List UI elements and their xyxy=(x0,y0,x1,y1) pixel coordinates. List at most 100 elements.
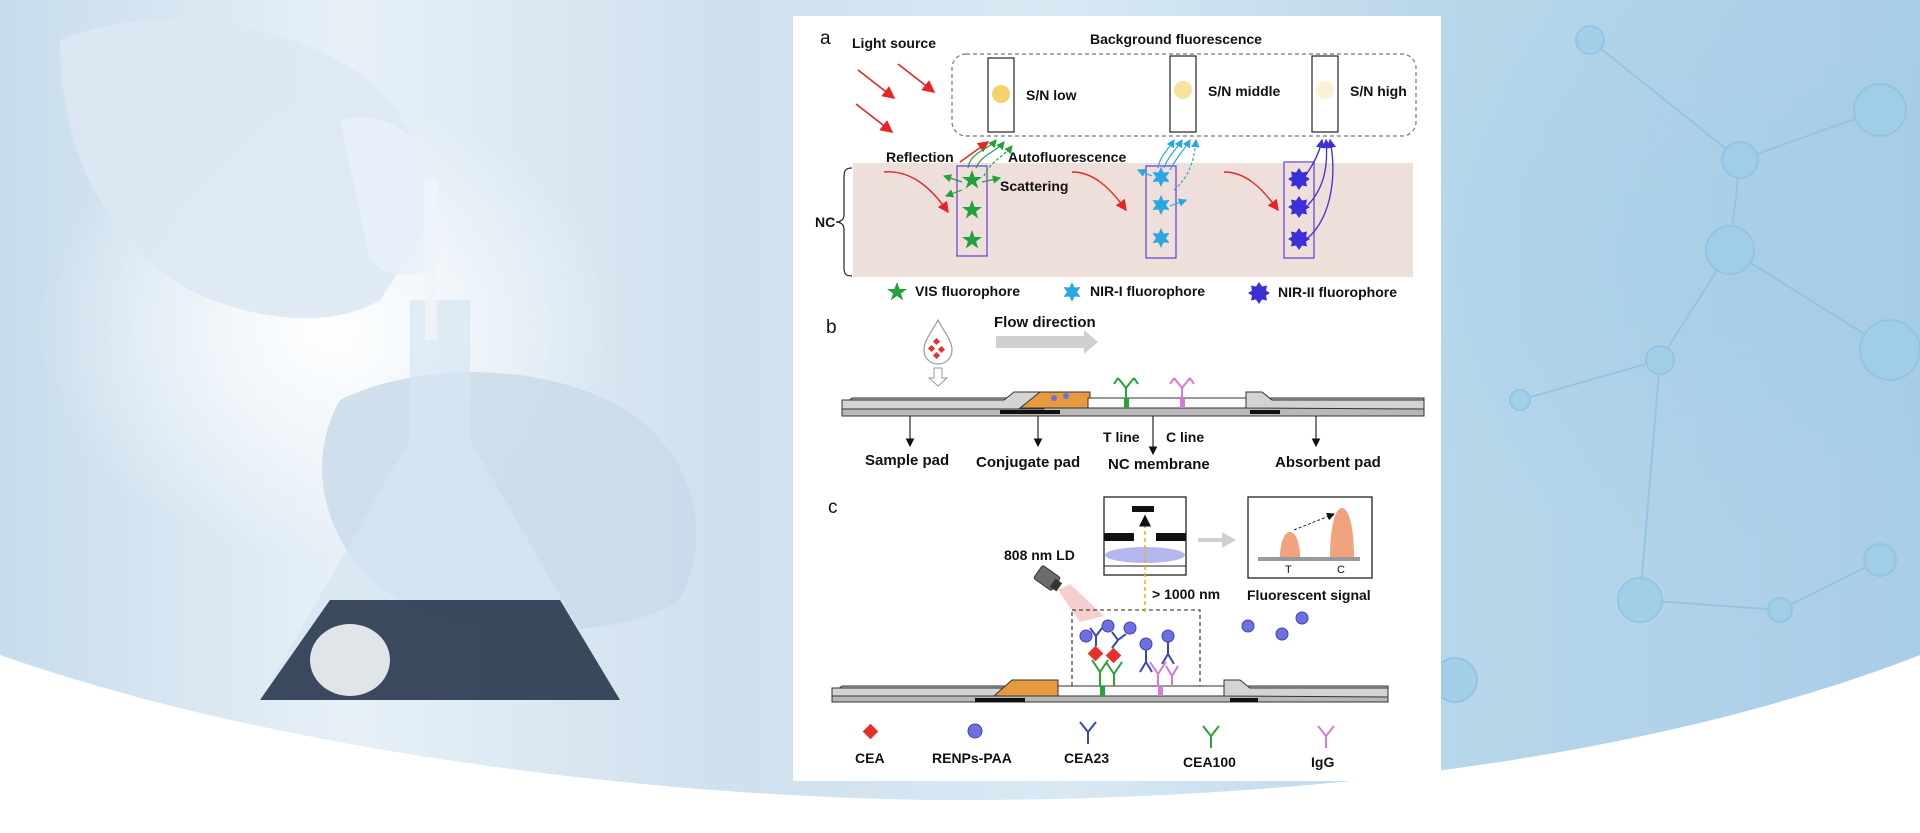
cea100-antibody-icon xyxy=(1091,659,1109,686)
nir1-fluorophore-legend-icon xyxy=(1063,282,1081,302)
fluorescent-signal-label: Fluorescent signal xyxy=(1247,587,1371,603)
laser-beam xyxy=(1058,584,1104,622)
c-line-label: C line xyxy=(1166,429,1204,445)
cea23-antibody-icon xyxy=(1111,631,1127,649)
nir1-column xyxy=(1071,138,1200,259)
light-source-arrows xyxy=(855,63,936,133)
nir2-fluorophore-icon xyxy=(1288,196,1310,218)
panel-b-letter: b xyxy=(826,317,837,338)
absorbent-pad-block xyxy=(1245,391,1425,410)
cea100-legend-label: CEA100 xyxy=(1183,754,1236,770)
test-strip-b xyxy=(841,377,1425,417)
nir1-fluorophore-icon xyxy=(1152,167,1170,187)
cea100-antibody-icon xyxy=(1105,661,1123,686)
panel-a: a Light source Background fluorescence S… xyxy=(815,28,1417,304)
flask-illustration xyxy=(260,180,620,700)
detector-box xyxy=(1103,496,1187,576)
nc-membrane-block xyxy=(1087,397,1249,409)
scattering-label: Scattering xyxy=(1000,178,1068,194)
wavelength-label: > 1000 nm xyxy=(1152,586,1220,602)
nir1-fluorophore-icon xyxy=(1152,195,1170,215)
c-peak xyxy=(1330,508,1354,557)
renps-particle-icon xyxy=(1241,619,1255,633)
laser-diode-icon xyxy=(1033,565,1063,592)
cea23-legend-icon xyxy=(1079,721,1097,744)
cea-legend-icon xyxy=(862,723,879,740)
renps-particle-icon xyxy=(1123,621,1137,635)
nir1-fluorophore-legend-label: NIR-I fluorophore xyxy=(1090,283,1205,299)
cea-antigen-icon xyxy=(1105,647,1122,664)
igg-legend-icon xyxy=(1317,725,1335,748)
sn-middle-label: S/N middle xyxy=(1208,83,1281,99)
background-fluorescence-box xyxy=(951,53,1417,137)
nir2-column xyxy=(1223,138,1336,259)
panel-c-legend: CEA RENPs-PAA CEA23 CEA100 IgG xyxy=(855,721,1335,770)
c-line-mark xyxy=(1180,398,1185,408)
renps-particle-icon xyxy=(1139,637,1153,651)
nc-membrane-label: NC membrane xyxy=(1108,456,1210,473)
fluorescent-signal-box: T C xyxy=(1247,496,1373,579)
signal-output-arrow xyxy=(1198,532,1236,548)
panel-a-letter: a xyxy=(820,28,831,49)
sn-high-label: S/N high xyxy=(1350,83,1407,99)
renps-particle-icon xyxy=(1295,611,1309,625)
sn-middle-spot xyxy=(1174,81,1192,99)
nir2-fluorophore-icon xyxy=(1288,168,1310,190)
renps-particle-icon xyxy=(1063,393,1069,399)
nc-membrane-region xyxy=(853,163,1413,277)
igg-legend-label: IgG xyxy=(1311,754,1334,770)
nir2-fluorophore-legend-icon xyxy=(1248,282,1270,304)
sample-pad-label: Sample pad xyxy=(865,452,949,469)
nir2-fluorophore-icon xyxy=(1288,228,1310,250)
cea23-antibody-icon xyxy=(1161,642,1175,665)
cea23-legend-label: CEA23 xyxy=(1064,750,1109,766)
igg-antibody-icon xyxy=(1169,377,1195,398)
light-source-label: Light source xyxy=(852,35,936,51)
renps-legend-label: RENPs-PAA xyxy=(932,750,1012,766)
absorbent-pad-label: Absorbent pad xyxy=(1275,454,1381,471)
c-peak-label: C xyxy=(1337,564,1345,576)
test-strip-c xyxy=(831,679,1389,703)
t-line-label: T line xyxy=(1103,429,1140,445)
sn-low-spot xyxy=(992,85,1010,103)
vis-column xyxy=(883,139,1013,257)
cea100-legend-icon xyxy=(1202,725,1220,748)
renps-particle-icon xyxy=(1079,629,1093,643)
laser-label: 808 nm LD xyxy=(1004,547,1075,563)
nir1-fluorophore-icon xyxy=(1152,228,1170,248)
vis-fluorophore-legend-label: VIS fluorophore xyxy=(915,283,1020,299)
renps-particle-icon xyxy=(1275,627,1289,641)
renps-particle-icon xyxy=(1161,629,1175,643)
flow-direction-arrow xyxy=(996,330,1098,354)
vis-star-icon xyxy=(962,170,982,189)
panel-b: b Flow direction xyxy=(826,314,1425,473)
nc-bracket xyxy=(835,167,853,277)
cea-antigen-icon xyxy=(1087,645,1104,662)
nc-label: NC xyxy=(815,214,835,230)
vis-star-icon xyxy=(962,230,982,249)
bottom-wave xyxy=(0,655,1920,833)
t-line-mark xyxy=(1124,398,1129,408)
vis-fluorophore-legend-icon xyxy=(887,282,907,301)
igg-antibody-icon xyxy=(1165,665,1179,686)
cea-legend-label: CEA xyxy=(855,750,885,766)
nir2-fluorophore-legend-label: NIR-II fluorophore xyxy=(1278,284,1397,300)
sample-droplet-icon xyxy=(923,318,953,387)
reflection-label: Reflection xyxy=(886,149,954,165)
conjugate-pad-label: Conjugate pad xyxy=(976,454,1080,471)
t-peak xyxy=(1280,532,1300,557)
background-fluorescence-label: Background fluorescence xyxy=(1090,31,1262,47)
panel-c: c T C Fluorescent signal xyxy=(828,496,1389,770)
autofluorescence-label: Autofluorescence xyxy=(1008,149,1126,165)
panel-a-legend: VIS fluorophore NIR-I fluorophore NIR-II… xyxy=(887,282,1397,304)
renps-particle-icon xyxy=(1101,619,1115,633)
panel-c-letter: c xyxy=(828,497,838,518)
sn-high-spot xyxy=(1316,81,1334,99)
cea100-antibody-icon xyxy=(1113,377,1139,398)
molecule-network-illustration xyxy=(1432,25,1920,703)
flow-direction-label: Flow direction xyxy=(994,314,1096,331)
vis-star-icon xyxy=(962,200,982,219)
